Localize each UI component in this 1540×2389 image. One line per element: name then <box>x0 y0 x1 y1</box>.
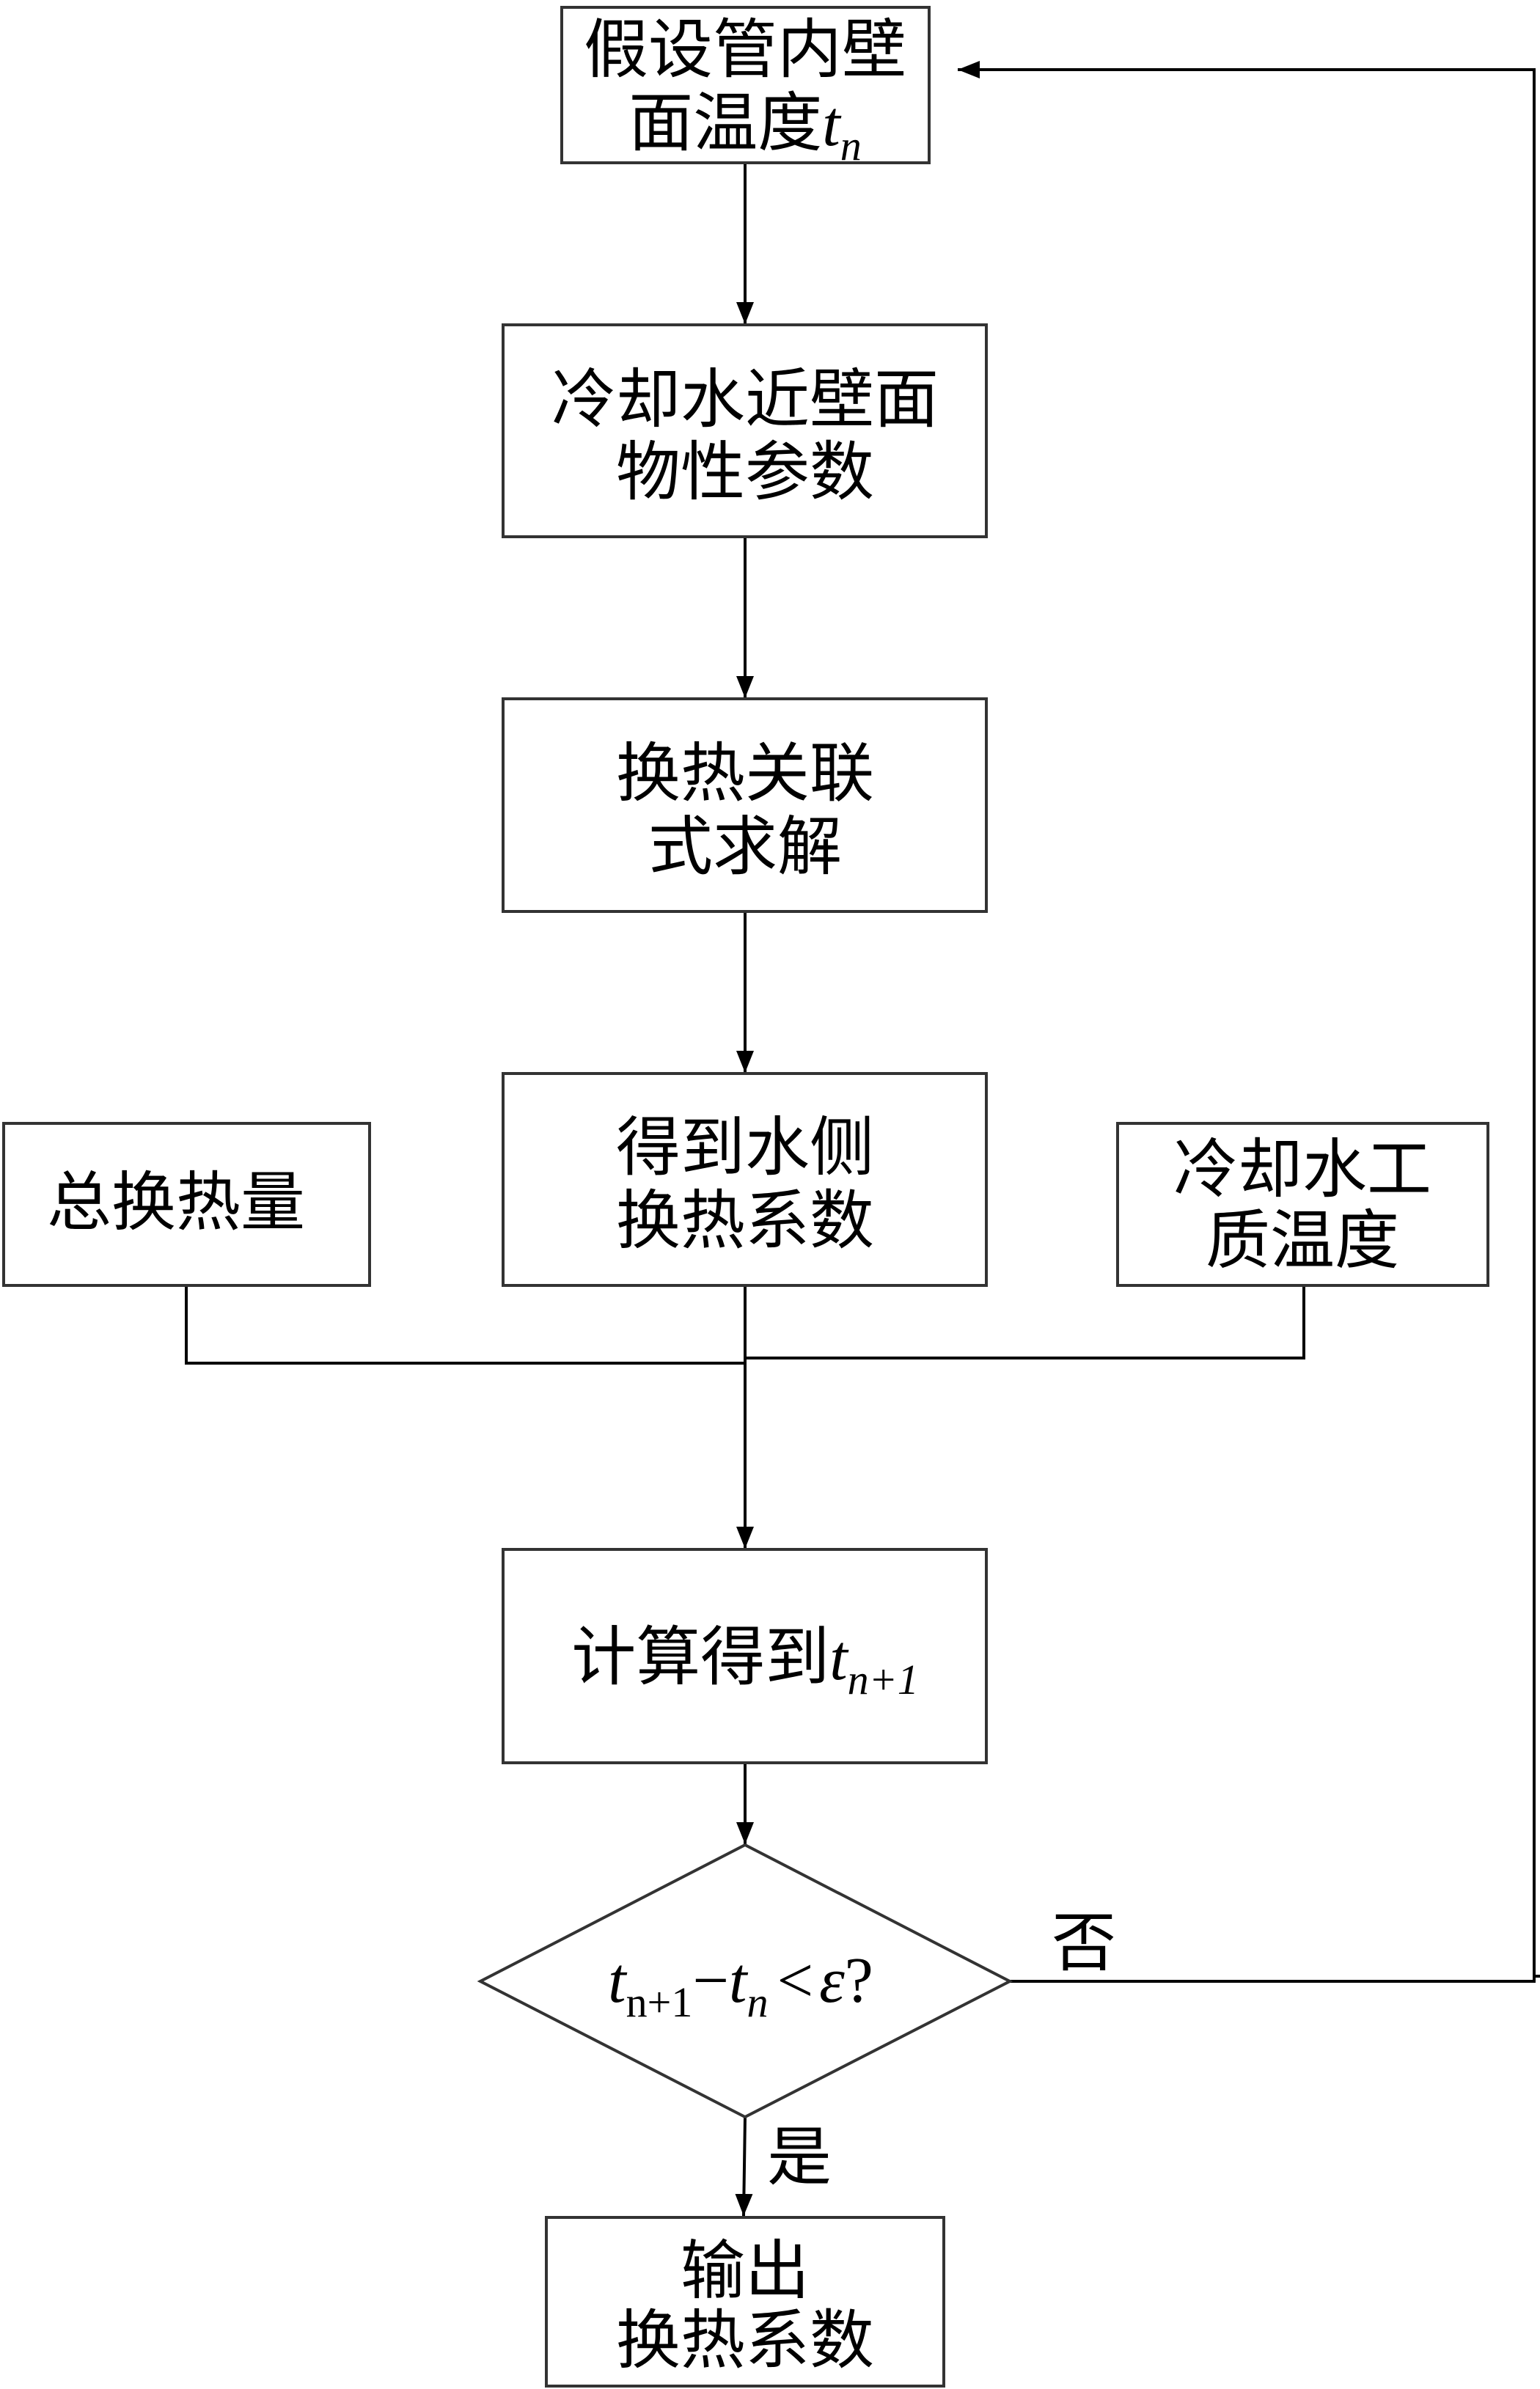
node-water-side-coef-line1: 得到水侧 <box>616 1109 874 1185</box>
node-assume-wall-temp-line2: 面温度tn <box>628 85 861 169</box>
node-coolant-temp-line1: 冷却水工 <box>1173 1131 1431 1207</box>
node-water-side-coef-line2: 换热系数 <box>616 1183 874 1258</box>
line-total-heat-merge <box>185 1285 745 1365</box>
node-output: 输出 换热系数 <box>545 2216 945 2388</box>
node-output-line1: 输出 <box>681 2233 810 2308</box>
node-assume-wall-temp-line1: 假设管内壁 <box>584 12 906 87</box>
node-coolant-temp: 冷却水工 质温度 <box>1116 1122 1489 1287</box>
node-correlation-solve-line2: 式求解 <box>648 809 842 884</box>
node-compute-next: 计算得到tn+1 <box>502 1548 988 1764</box>
line-coolant-temp-merge <box>745 1285 1305 1359</box>
node-output-line2: 换热系数 <box>616 2302 874 2378</box>
node-total-heat: 总换热量 <box>2 1122 371 1287</box>
node-near-wall-props-line1: 冷却水近壁面 <box>551 362 939 437</box>
node-total-heat-line1: 总换热量 <box>47 1164 305 1240</box>
node-correlation-solve: 换热关联 式求解 <box>502 697 988 913</box>
arrow-decision-no-loop <box>958 61 1536 1983</box>
node-correlation-solve-line1: 换热关联 <box>616 735 874 811</box>
node-compute-next-label: 计算得到tn+1 <box>571 1619 919 1703</box>
arrow-decision-yes-to-output <box>735 2116 753 2217</box>
node-near-wall-props: 冷却水近壁面 物性参数 <box>502 323 988 538</box>
node-coolant-temp-line2: 质温度 <box>1206 1203 1399 1278</box>
edge-label-yes: 是 <box>767 2119 832 2195</box>
node-decision: tn+1−tn<ε? <box>477 1843 1013 2119</box>
decision-condition: tn+1−tn<ε? <box>608 1945 873 2026</box>
node-assume-wall-temp: 假设管内壁 面温度tn <box>560 6 931 169</box>
node-water-side-coef: 得到水侧 换热系数 <box>502 1072 988 1287</box>
node-near-wall-props-line2: 物性参数 <box>616 434 874 510</box>
edge-label-no: 否 <box>1052 1905 1116 1981</box>
